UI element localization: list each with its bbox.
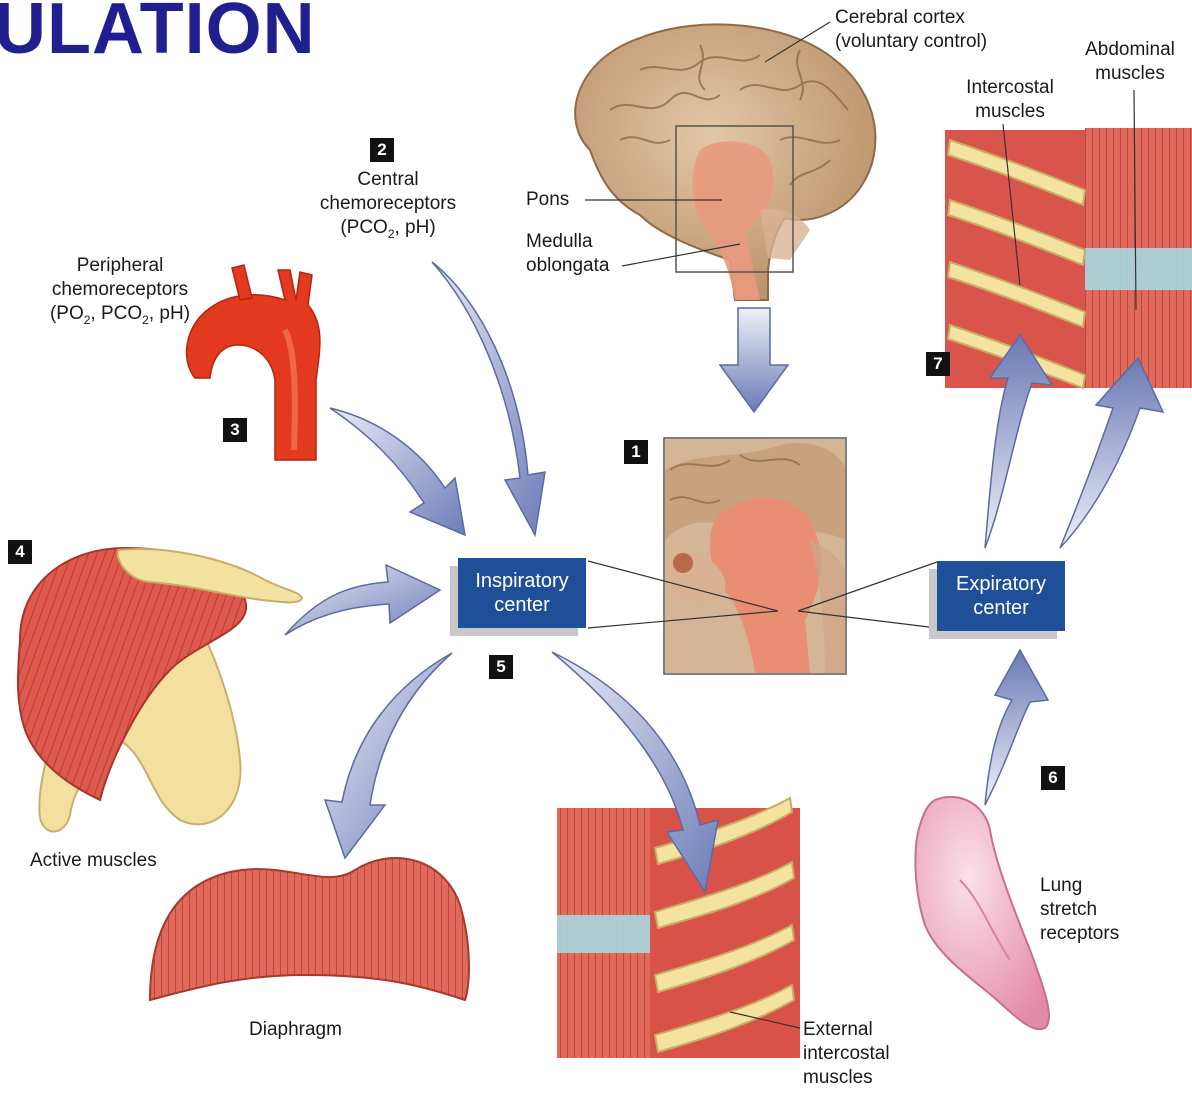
ext-intercostal-line1: External bbox=[803, 1018, 890, 1042]
abdominal-line2: muscles bbox=[1080, 62, 1180, 86]
badge-6: 6 bbox=[1041, 766, 1065, 790]
peripheral-chemo-line3: (PO2, PCO2, pH) bbox=[20, 302, 220, 332]
abdominal-intercostal-illustration bbox=[945, 90, 1192, 388]
central-chemo-pco: (PCO bbox=[340, 217, 388, 238]
peripheral-pco: , PCO bbox=[90, 303, 142, 324]
lung-stretch-arrow bbox=[985, 650, 1048, 805]
peripheral-po: (PO bbox=[50, 303, 84, 324]
medulla-line1: Medulla bbox=[526, 230, 609, 254]
expiratory-line2: center bbox=[937, 596, 1065, 620]
lung-illustration bbox=[915, 797, 1049, 1029]
cerebral-cortex-line2: (voluntary control) bbox=[835, 30, 987, 54]
lung-stretch-line2: stretch bbox=[1040, 898, 1119, 922]
lung-stretch-label: Lung stretch receptors bbox=[1040, 874, 1119, 946]
central-chemo-line2: chemoreceptors bbox=[300, 192, 476, 216]
badge-2: 2 bbox=[370, 138, 394, 162]
intercostal-line2: muscles bbox=[950, 100, 1070, 124]
intercostal-muscles-label: Intercostal muscles bbox=[950, 76, 1070, 124]
medulla-line2: oblongata bbox=[526, 254, 609, 278]
active-muscles-label: Active muscles bbox=[30, 849, 157, 873]
active-muscles-arrow bbox=[285, 565, 440, 635]
peripheral-chemo-line2: chemoreceptors bbox=[20, 278, 220, 302]
central-chemo-end: , pH) bbox=[395, 217, 436, 238]
inspiratory-line1: Inspiratory bbox=[458, 569, 586, 593]
badge-4: 4 bbox=[8, 540, 32, 564]
abdominal-muscles-label: Abdominal muscles bbox=[1080, 38, 1180, 86]
brain-illustration bbox=[575, 22, 875, 300]
cerebral-cortex-line1: Cerebral cortex bbox=[835, 6, 987, 30]
brain-to-center-arrow bbox=[720, 308, 788, 412]
ext-intercostal-line2: intercostal bbox=[803, 1042, 890, 1066]
badge-5: 5 bbox=[489, 655, 513, 679]
ext-intercostal-line3: muscles bbox=[803, 1066, 890, 1090]
expiratory-center: Expiratory center bbox=[937, 561, 1065, 631]
diaphragm-label: Diaphragm bbox=[249, 1018, 342, 1042]
shoulder-muscle-illustration bbox=[18, 548, 302, 832]
peripheral-chemoreceptors-label: Peripheral chemoreceptors (PO2, PCO2, pH… bbox=[20, 254, 220, 332]
peripheral-sub2: 2 bbox=[142, 313, 149, 327]
medulla-label: Medulla oblongata bbox=[526, 230, 609, 278]
expiratory-line1: Expiratory bbox=[937, 572, 1065, 596]
central-chemo-line3: (PCO2, pH) bbox=[300, 216, 476, 246]
badge-7: 7 bbox=[926, 352, 950, 376]
lung-stretch-line3: receptors bbox=[1040, 922, 1119, 946]
inspiratory-line2: center bbox=[458, 593, 586, 617]
peripheral-chemo-arrow bbox=[330, 408, 465, 535]
lung-stretch-line1: Lung bbox=[1040, 874, 1119, 898]
central-chemo-sub: 2 bbox=[388, 227, 395, 241]
badge-1: 1 bbox=[624, 440, 648, 464]
to-diaphragm-arrow bbox=[325, 653, 452, 858]
peripheral-end: , pH) bbox=[149, 303, 190, 324]
badge-3: 3 bbox=[223, 418, 247, 442]
pons-label: Pons bbox=[526, 188, 569, 212]
cerebral-cortex-label: Cerebral cortex (voluntary control) bbox=[835, 6, 987, 54]
intercostal-line1: Intercostal bbox=[950, 76, 1070, 100]
brainstem-closeup-illustration bbox=[588, 438, 937, 674]
abdominal-line1: Abdominal bbox=[1080, 38, 1180, 62]
central-chemoreceptors-label: Central chemoreceptors (PCO2, pH) bbox=[300, 168, 476, 246]
central-chemo-line1: Central bbox=[300, 168, 476, 192]
page-title: ULATION bbox=[0, 0, 316, 70]
external-intercostal-label: External intercostal muscles bbox=[803, 1018, 890, 1090]
inspiratory-center: Inspiratory center bbox=[458, 558, 586, 628]
peripheral-chemo-line1: Peripheral bbox=[20, 254, 220, 278]
diaphragm-illustration bbox=[150, 858, 469, 1000]
